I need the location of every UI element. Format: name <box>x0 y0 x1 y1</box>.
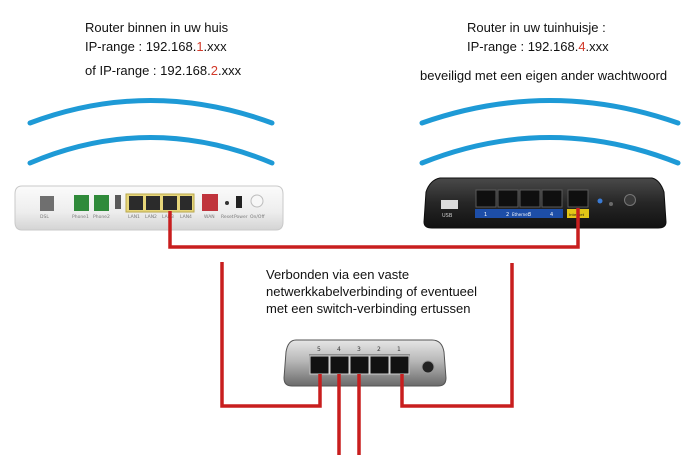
ip-suffix: .xxx <box>218 63 242 78</box>
port-number: 4 <box>337 346 341 353</box>
lan-port <box>180 196 192 210</box>
ethernet-port <box>519 189 541 208</box>
switch-port-numbers: 5 4 3 2 1 <box>317 346 401 353</box>
power-port <box>236 196 242 208</box>
ethernet-port <box>541 189 563 208</box>
port-label: Phone2 <box>93 214 110 220</box>
left-router-device: DSL Phone1 Phone2 LAN1 LAN2 LAN3 LAN4 WA… <box>14 185 284 231</box>
ip-prefix: of IP-range : 192.168. <box>85 63 211 78</box>
wps-button <box>597 198 603 204</box>
power-port <box>624 194 636 206</box>
router-to-router-cable <box>168 208 580 249</box>
reset-button <box>225 201 229 205</box>
ip-prefix: IP-range : 192.168. <box>467 39 579 54</box>
ip-suffix: .xxx <box>585 39 609 54</box>
port-label: Ethernet <box>512 212 530 217</box>
port-label: Reset <box>221 214 234 220</box>
ip-octet: 1 <box>196 39 204 54</box>
on-off-button <box>250 194 264 208</box>
switch-port <box>389 355 410 375</box>
left-router-title: Router binnen in uw huis <box>85 20 229 35</box>
port-label: 1 <box>484 212 487 218</box>
port-label: On/Off <box>250 214 265 220</box>
port-label: LAN3 <box>162 214 174 220</box>
ip-prefix: IP-range : 192.168. <box>85 39 197 54</box>
wan-port <box>202 194 218 211</box>
switch-port <box>349 355 370 375</box>
port-number: 1 <box>397 346 401 353</box>
port-label: Power <box>234 214 248 220</box>
left-router-alt-ip-range: of IP-range : 192.168.2.xxx <box>85 63 241 79</box>
usb-port <box>441 200 458 209</box>
connection-note-line-1: Verbonden via een vaste <box>266 267 410 282</box>
switch-cable-right <box>400 263 514 408</box>
port-label: LAN4 <box>180 214 192 220</box>
right-router-device: USB 1 2 Ethernet 3 4 Internet <box>423 177 667 229</box>
port-number: 3 <box>357 346 361 353</box>
lan-port <box>129 196 143 210</box>
wifi-wave <box>27 135 275 166</box>
usb-port <box>115 195 121 209</box>
switch-power-port <box>421 360 435 374</box>
ip-octet: 2 <box>210 63 218 78</box>
connection-note-line-3: met een switch-verbinding ertussen <box>266 301 471 316</box>
wifi-wave <box>419 98 681 126</box>
switch-port <box>329 355 350 375</box>
port-label: Phone1 <box>72 214 89 220</box>
ethernet-port <box>475 189 497 208</box>
network-cables <box>168 208 580 455</box>
switch-cable-left <box>220 262 322 408</box>
reset-button <box>609 202 613 206</box>
right-wifi-signal-icon <box>419 98 681 166</box>
right-router-password-note: beveiligd met een eigen ander wachtwoord <box>420 68 668 83</box>
switch-port <box>309 355 330 375</box>
port-number: 5 <box>317 346 321 353</box>
port-label: WAN <box>204 214 215 220</box>
right-router-title: Router in uw tuinhuisje : <box>467 20 606 35</box>
dsl-port <box>40 196 54 211</box>
connection-note-line-2: netwerkkabelverbinding of eventueel <box>266 284 478 299</box>
network-switch-device: 5 4 3 2 1 <box>283 339 447 387</box>
wifi-wave <box>419 135 681 166</box>
ethernet-port-panel <box>475 209 563 218</box>
phone2-port <box>94 195 109 211</box>
ip-octet: 4 <box>578 39 586 54</box>
wifi-wave <box>27 98 275 126</box>
left-router-port-labels: DSL Phone1 Phone2 LAN1 LAN2 LAN3 LAN4 WA… <box>40 214 265 220</box>
port-label: DSL <box>40 214 49 220</box>
right-router-ip-range: IP-range : 192.168.4.xxx <box>467 39 609 55</box>
internet-port <box>567 189 589 208</box>
lan-port <box>146 196 160 210</box>
port-label: LAN2 <box>145 214 157 220</box>
left-router-ip-range: IP-range : 192.168.1.xxx <box>85 39 227 55</box>
port-label: 4 <box>550 212 553 218</box>
lan-port <box>163 196 177 210</box>
ethernet-port <box>497 189 519 208</box>
left-wifi-signal-icon <box>27 98 275 166</box>
port-label: LAN1 <box>128 214 140 220</box>
port-label: USB <box>442 213 453 219</box>
ip-suffix: .xxx <box>203 39 227 54</box>
port-label: 2 <box>506 212 509 218</box>
phone1-port <box>74 195 89 211</box>
switch-port <box>369 355 390 375</box>
port-number: 2 <box>377 346 381 353</box>
port-label: 3 <box>528 212 531 218</box>
